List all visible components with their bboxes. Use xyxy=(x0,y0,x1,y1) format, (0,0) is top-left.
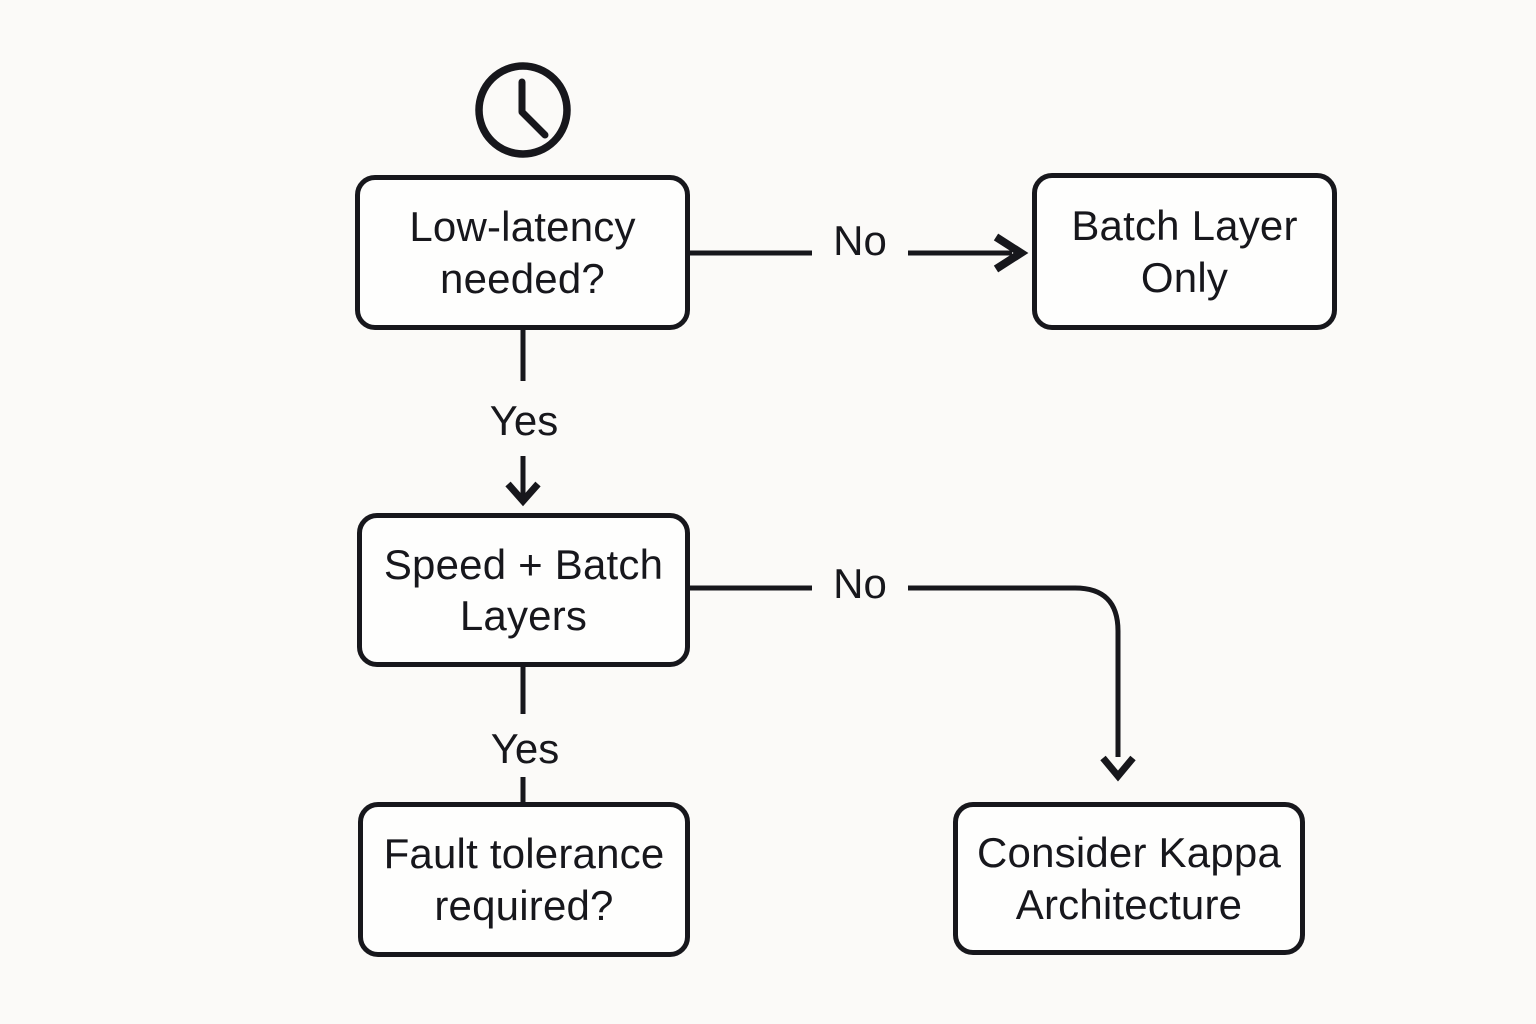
edge-yes1-arrowhead xyxy=(505,481,541,507)
node-low-latency-label: Low-latency needed? xyxy=(409,203,636,302)
node-consider-kappa-label: Consider Kappa Architecture xyxy=(977,829,1281,928)
node-fault-tolerance: Fault tolerance required? xyxy=(358,802,690,957)
node-batch-layer-only: Batch Layer Only xyxy=(1032,173,1337,330)
edge-label-yes-2: Yes xyxy=(490,725,560,772)
edge-label-no-2: No xyxy=(833,560,887,607)
edge-label-yes-1: Yes xyxy=(489,397,559,444)
edge-no2-arrowhead xyxy=(1100,755,1136,782)
edge-label-no-1: No xyxy=(833,217,887,264)
clock-face xyxy=(475,62,571,158)
edge-no2-line-elbow xyxy=(908,585,1121,757)
node-speed-batch-layers-label: Speed + Batch Layers xyxy=(383,540,664,639)
node-speed-batch-layers: Speed + Batch Layers xyxy=(357,513,690,667)
node-batch-layer-only-label: Batch Layer Only xyxy=(1071,202,1298,301)
node-fault-tolerance-label: Fault tolerance required? xyxy=(383,830,665,929)
node-consider-kappa: Consider Kappa Architecture xyxy=(953,802,1305,955)
clock-icon xyxy=(475,62,571,158)
node-low-latency: Low-latency needed? xyxy=(355,175,690,330)
clock-hands xyxy=(518,78,549,139)
edge-no1-arrowhead xyxy=(993,233,1029,273)
